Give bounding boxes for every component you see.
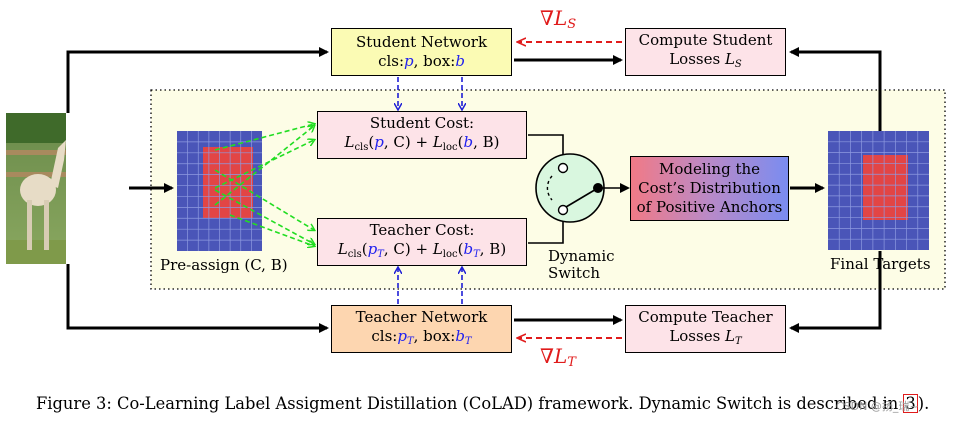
nabla-s: ∇: [540, 6, 554, 30]
teacher-cls-sub: T: [406, 335, 414, 347]
teacher-loss-box: Compute Teacher Losses LT: [625, 305, 786, 353]
f-t-L2: L: [432, 239, 443, 258]
teacher-box-var: b: [455, 326, 465, 345]
image-to-student-arrow: [66, 47, 329, 113]
teacher-loss-text: Losses: [669, 326, 726, 345]
teacher-box-label: , box:: [413, 326, 456, 345]
nabla-t: ∇: [540, 344, 554, 368]
f-s-paren1: (: [368, 132, 375, 151]
final-targets-label: Final Targets: [830, 255, 931, 273]
student-box-label: , box:: [413, 52, 456, 70]
preassign-label: Pre-assign (C, B): [160, 256, 288, 274]
figure-caption: Figure 3: Co-Learning Label Assigment Di…: [36, 394, 929, 413]
teacher-loss-sub: T: [735, 335, 742, 347]
grad-s-sub: S: [567, 17, 577, 32]
teacher-cost-title: Teacher Cost:: [369, 220, 475, 239]
f-s-loc: loc: [442, 141, 458, 153]
student-cost-formula: Lcls(p, C) + Lloc(b, B): [344, 133, 499, 157]
student-loss-sub: S: [734, 58, 742, 70]
teacher-loss-line1: Compute Teacher: [638, 307, 773, 326]
student-network-title: Student Network: [355, 33, 488, 51]
teacher-cls-label: cls:: [371, 326, 398, 345]
student-loss-var: L: [724, 49, 735, 68]
teacher-loss-var: L: [725, 326, 736, 345]
modeling-box: Modeling the Cost’s Distribution of Posi…: [630, 156, 789, 221]
f-t-cls: cls: [347, 248, 362, 260]
f-s-L2: L: [432, 132, 443, 151]
f-t-psub: T: [377, 248, 384, 260]
teacher-cost-formula: Lcls(pT, C) + Lloc(bT, B): [338, 240, 506, 264]
student-cls-var: p: [404, 52, 414, 70]
switch-icon: [535, 153, 630, 223]
teacher-cls-var: p: [397, 326, 407, 345]
f-s-p: p: [374, 132, 384, 151]
grad-student-label: ∇LS: [540, 6, 576, 32]
f-t-end: , B): [479, 239, 507, 258]
modeling-line1: Modeling the: [658, 160, 761, 178]
student-cost-wire: [528, 134, 564, 158]
student-loss-box: Compute Student Losses LS: [625, 28, 786, 76]
targets-to-student-loss-arrow: [789, 47, 882, 131]
student-box-var: b: [455, 52, 465, 70]
f-t-p: p: [367, 239, 378, 258]
targets-to-teacher-loss-arrow: [789, 251, 882, 333]
grad-s-var: L: [553, 6, 568, 30]
f-t-paren1: (: [361, 239, 368, 258]
final-targets-grid: [828, 131, 929, 250]
image-to-teacher-arrow: [66, 264, 329, 333]
student-loss-text: Losses: [669, 49, 725, 68]
switch-label-line1: Dynamic: [548, 247, 615, 265]
f-s-paren2: (: [457, 132, 464, 151]
f-t-mid: , C) +: [383, 239, 433, 258]
horse-photo: [6, 113, 66, 264]
f-t-b: b: [463, 239, 474, 258]
switch-label-line2: Switch: [548, 264, 601, 282]
f-s-end: , B): [473, 132, 500, 151]
caption-ref-link[interactable]: 3: [903, 394, 918, 413]
grad-t-var: L: [553, 344, 568, 368]
modeling-line3: of Positive Anchors: [636, 198, 783, 216]
f-s-L1: L: [344, 132, 355, 151]
student-cls-label: cls:: [378, 52, 405, 70]
teacher-cost-wire: [528, 213, 564, 244]
student-cost-title: Student Cost:: [369, 113, 475, 132]
teacher-network-title: Teacher Network: [355, 307, 488, 326]
caption-text: Figure 3: Co-Learning Label Assigment Di…: [36, 394, 904, 413]
student-loss-line1: Compute Student: [638, 30, 773, 49]
teacher-loss-line2: Losses LT: [669, 327, 741, 351]
teacher-box-sub: T: [464, 335, 472, 347]
f-t-L1: L: [337, 239, 348, 258]
modeling-line2: Cost’s Distribution: [638, 179, 781, 197]
grad-t-sub: T: [567, 355, 576, 370]
switch-label: Dynamic Switch: [548, 248, 615, 282]
student-network-box: Student Network cls:p, box:b: [331, 28, 512, 76]
grad-teacher-label: ∇LT: [540, 344, 576, 370]
f-t-loc: loc: [442, 248, 458, 260]
f-s-cls: cls: [354, 141, 369, 153]
watermark: CSDN @扬_瑞~: [836, 400, 919, 413]
f-s-b: b: [463, 132, 474, 151]
student-loss-line2: Losses LS: [669, 50, 742, 74]
f-t-bsub: T: [473, 248, 480, 260]
caption-tail: ).: [917, 394, 930, 413]
preassign-grid: [177, 131, 262, 251]
student-cost-box: Student Cost: Lcls(p, C) + Lloc(b, B): [317, 111, 527, 159]
teacher-network-outputs: cls:pT, box:bT: [371, 327, 471, 351]
f-s-mid: , C) +: [383, 132, 433, 151]
student-network-outputs: cls:p, box:b: [378, 52, 465, 71]
preassign-to-cost-arrows: [214, 124, 314, 246]
f-t-paren2: (: [457, 239, 464, 258]
teacher-network-box: Teacher Network cls:pT, box:bT: [331, 305, 512, 353]
teacher-cost-box: Teacher Cost: Lcls(pT, C) + Lloc(bT, B): [317, 218, 527, 266]
